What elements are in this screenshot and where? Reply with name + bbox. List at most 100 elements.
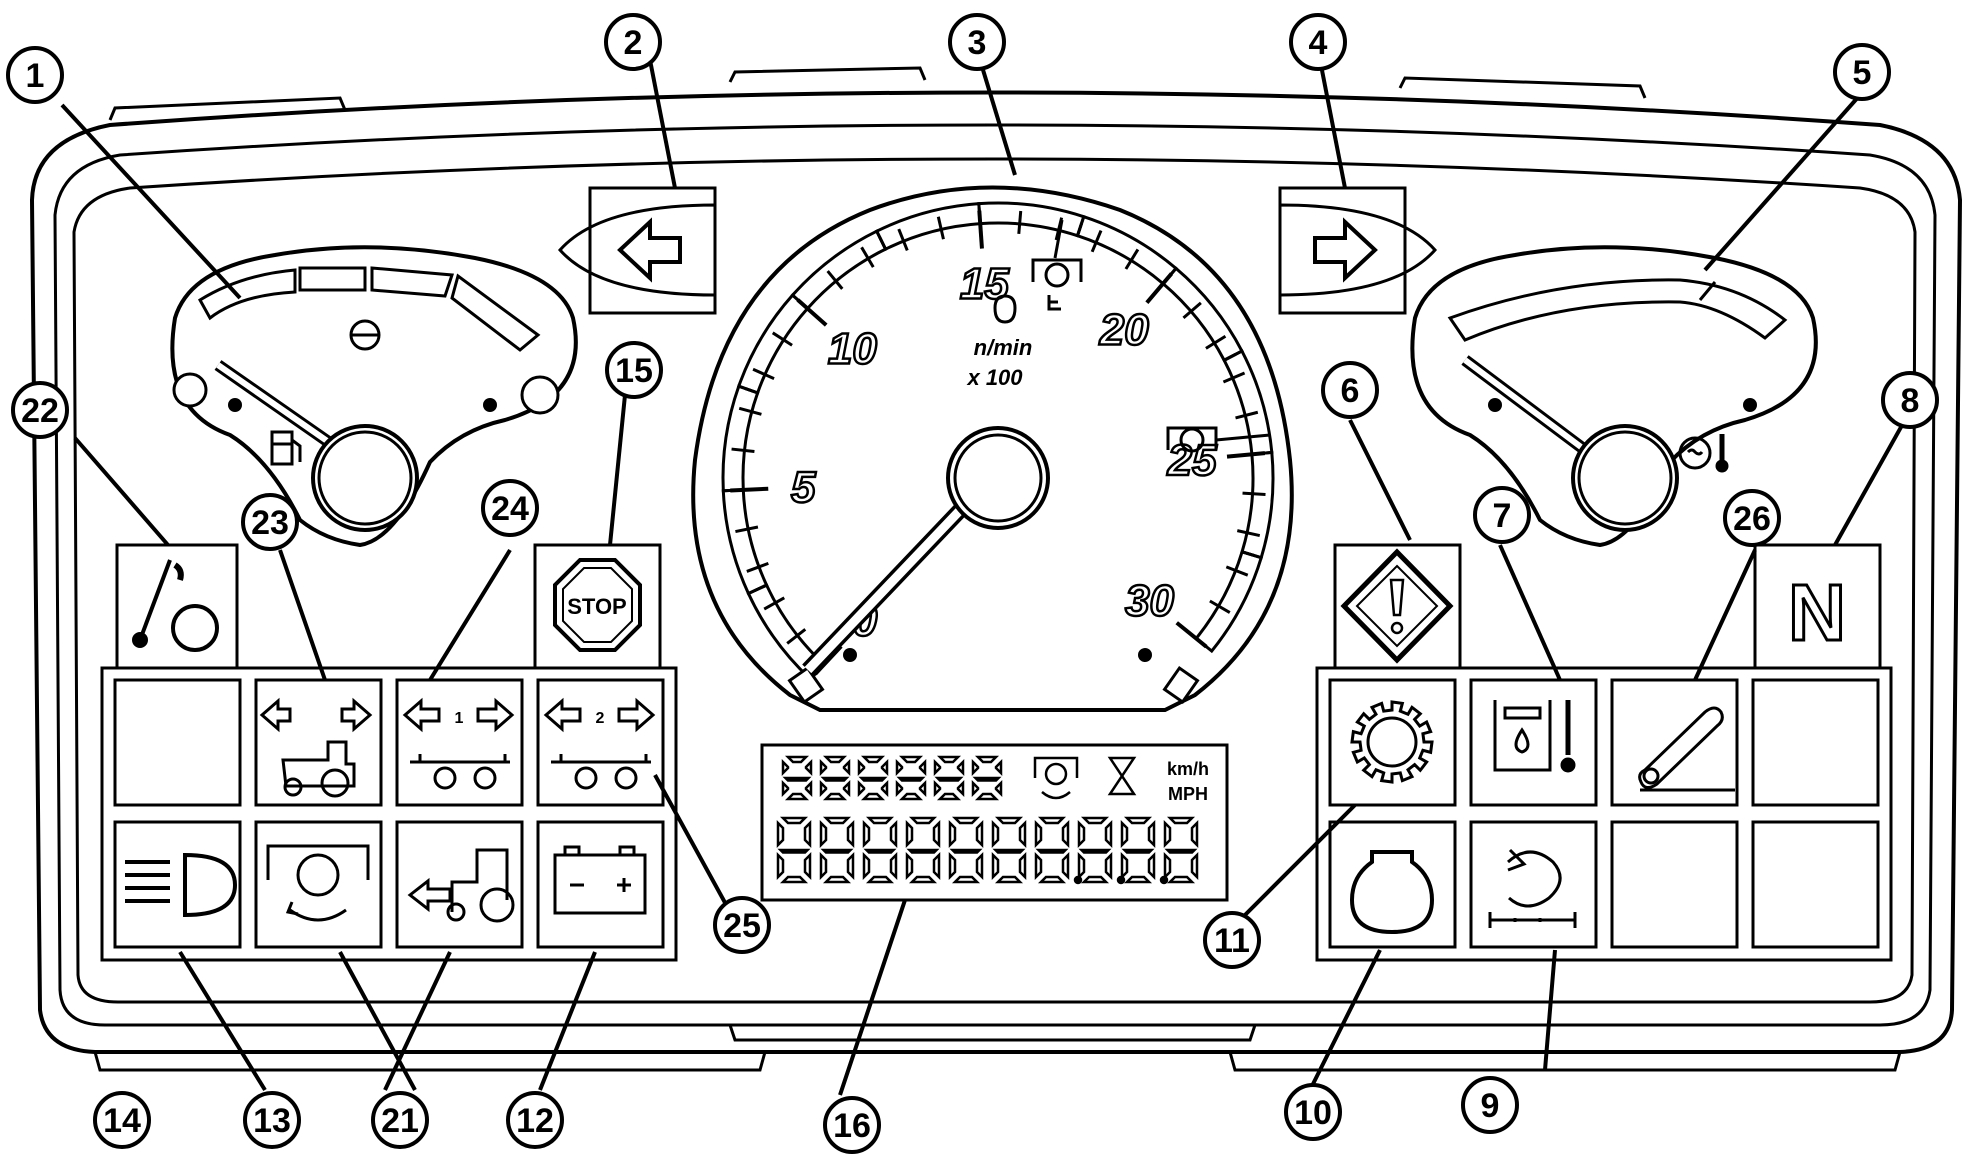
hourglass-icon (1107, 756, 1137, 796)
callout-4: 4 (1289, 13, 1347, 71)
pto-lcd-icon (1033, 756, 1079, 800)
tacho-label: 5 (791, 463, 816, 512)
cluster-housing (29, 66, 1963, 1072)
tacho-tick (771, 331, 793, 347)
svg-text:3: 3 (968, 24, 987, 62)
tacho-tick (1145, 272, 1173, 304)
tacho-tick (1236, 529, 1261, 538)
svg-text:15: 15 (615, 352, 653, 390)
stop-indicator: STOP (533, 543, 662, 670)
callout-10: 10 (1284, 1083, 1342, 1141)
trailer-hazard-icon (259, 697, 373, 798)
callout-11: 11 (1203, 911, 1261, 969)
lcd-digit (776, 816, 812, 884)
tachometer: 051015202530 n/min x 100 (691, 185, 1294, 712)
trailer-1-indicator-icon: 1 (402, 697, 515, 790)
lcd-decimal-point (1116, 875, 1126, 885)
hydraulic-oil-temp-icon (1493, 700, 1576, 773)
front-axle-icon (407, 848, 515, 923)
neutral-indicator: N (1753, 543, 1882, 670)
tacho-tick (786, 628, 807, 645)
tacho-tick (752, 367, 775, 380)
svg-text:25: 25 (723, 907, 761, 945)
lcd-digit (819, 755, 851, 801)
svg-text:9: 9 (1481, 1087, 1500, 1125)
tacho-label: 20 (1099, 305, 1149, 354)
svg-text:11: 11 (1214, 922, 1250, 960)
svg-text:8: 8 (1901, 382, 1920, 420)
svg-text:1: 1 (455, 710, 464, 727)
tacho-tick (730, 486, 769, 493)
differential-lock-icon (1488, 848, 1577, 928)
svg-text:16: 16 (833, 1107, 871, 1145)
svg-text:22: 22 (21, 392, 59, 430)
svg-text:7: 7 (1493, 497, 1512, 535)
svg-text:5: 5 (1853, 54, 1872, 92)
lcd-digit (933, 755, 965, 801)
svg-text:2: 2 (624, 24, 643, 62)
callout-25: 25 (713, 896, 771, 954)
tacho-tick (744, 387, 759, 395)
tacho-tick (735, 525, 759, 534)
tacho-tick (1241, 550, 1255, 558)
lcd-decimal-point (1159, 875, 1169, 885)
callout-15: 15 (605, 341, 663, 399)
tacho-tick (1124, 248, 1140, 270)
tacho-tick (1242, 491, 1266, 497)
lcd-digit (905, 816, 941, 884)
svg-text:10: 10 (1294, 1094, 1332, 1132)
svg-text:4: 4 (1309, 24, 1328, 62)
warning-indicator (1333, 543, 1462, 670)
handbrake-icon (132, 559, 219, 652)
callout-24: 24 (481, 479, 539, 537)
lcd-digit (1120, 816, 1156, 884)
svg-text:1: 1 (26, 57, 45, 95)
neutral-label: N (1788, 568, 1846, 657)
tacho-tick (1182, 301, 1202, 320)
lcd-decimal-point (1073, 875, 1083, 885)
turn-left-indicator (557, 186, 717, 315)
tacho-label: 30 (1125, 577, 1174, 626)
tacho-tick (1226, 451, 1266, 459)
tacho-tick (1223, 352, 1237, 362)
lcd-digit (1034, 816, 1070, 884)
tacho-tick (1235, 410, 1259, 420)
tacho-unit-label: n/min (974, 335, 1033, 360)
tacho-label: 10 (828, 324, 877, 373)
callout-16: 16 (823, 1096, 881, 1154)
trailer-2-indicator-icon: 2 (543, 697, 656, 790)
callout-14: 14 (93, 1091, 151, 1149)
tacho-tick (1076, 222, 1083, 237)
callout-13: 13 (243, 1091, 301, 1149)
callout-9: 9 (1461, 1076, 1519, 1134)
pto-speed-icon (1031, 258, 1083, 311)
callout-1: 1 (6, 46, 64, 104)
svg-text:2: 2 (596, 710, 605, 727)
lcd-digit (948, 816, 984, 884)
callout-26: 26 (1723, 489, 1781, 547)
lcd-digit (1163, 816, 1199, 884)
callout-3: 3 (948, 13, 1006, 71)
tacho-tick (1090, 230, 1103, 253)
belt-drive-icon (1638, 706, 1735, 792)
svg-text:6: 6 (1341, 372, 1360, 410)
callout-7: 7 (1473, 486, 1531, 544)
tacho-tick (746, 561, 769, 573)
callout-8: 8 (1881, 371, 1939, 429)
callout-12: 12 (506, 1091, 564, 1149)
turn-right-indicator (1278, 186, 1438, 315)
tacho-tick (763, 596, 786, 611)
tacho-tick (796, 298, 828, 327)
svg-text:24: 24 (491, 490, 529, 528)
svg-text:12: 12 (516, 1102, 554, 1140)
lcd-digit (781, 755, 813, 801)
tacho-tick (1205, 334, 1227, 350)
stop-label: STOP (567, 594, 627, 619)
tacho-tick (977, 210, 984, 249)
battery-icon (553, 845, 647, 915)
tacho-tick (1222, 371, 1246, 384)
callout-22: 22 (11, 381, 69, 439)
svg-text:21: 21 (381, 1102, 419, 1140)
tacho-label: 25 (1167, 436, 1217, 485)
